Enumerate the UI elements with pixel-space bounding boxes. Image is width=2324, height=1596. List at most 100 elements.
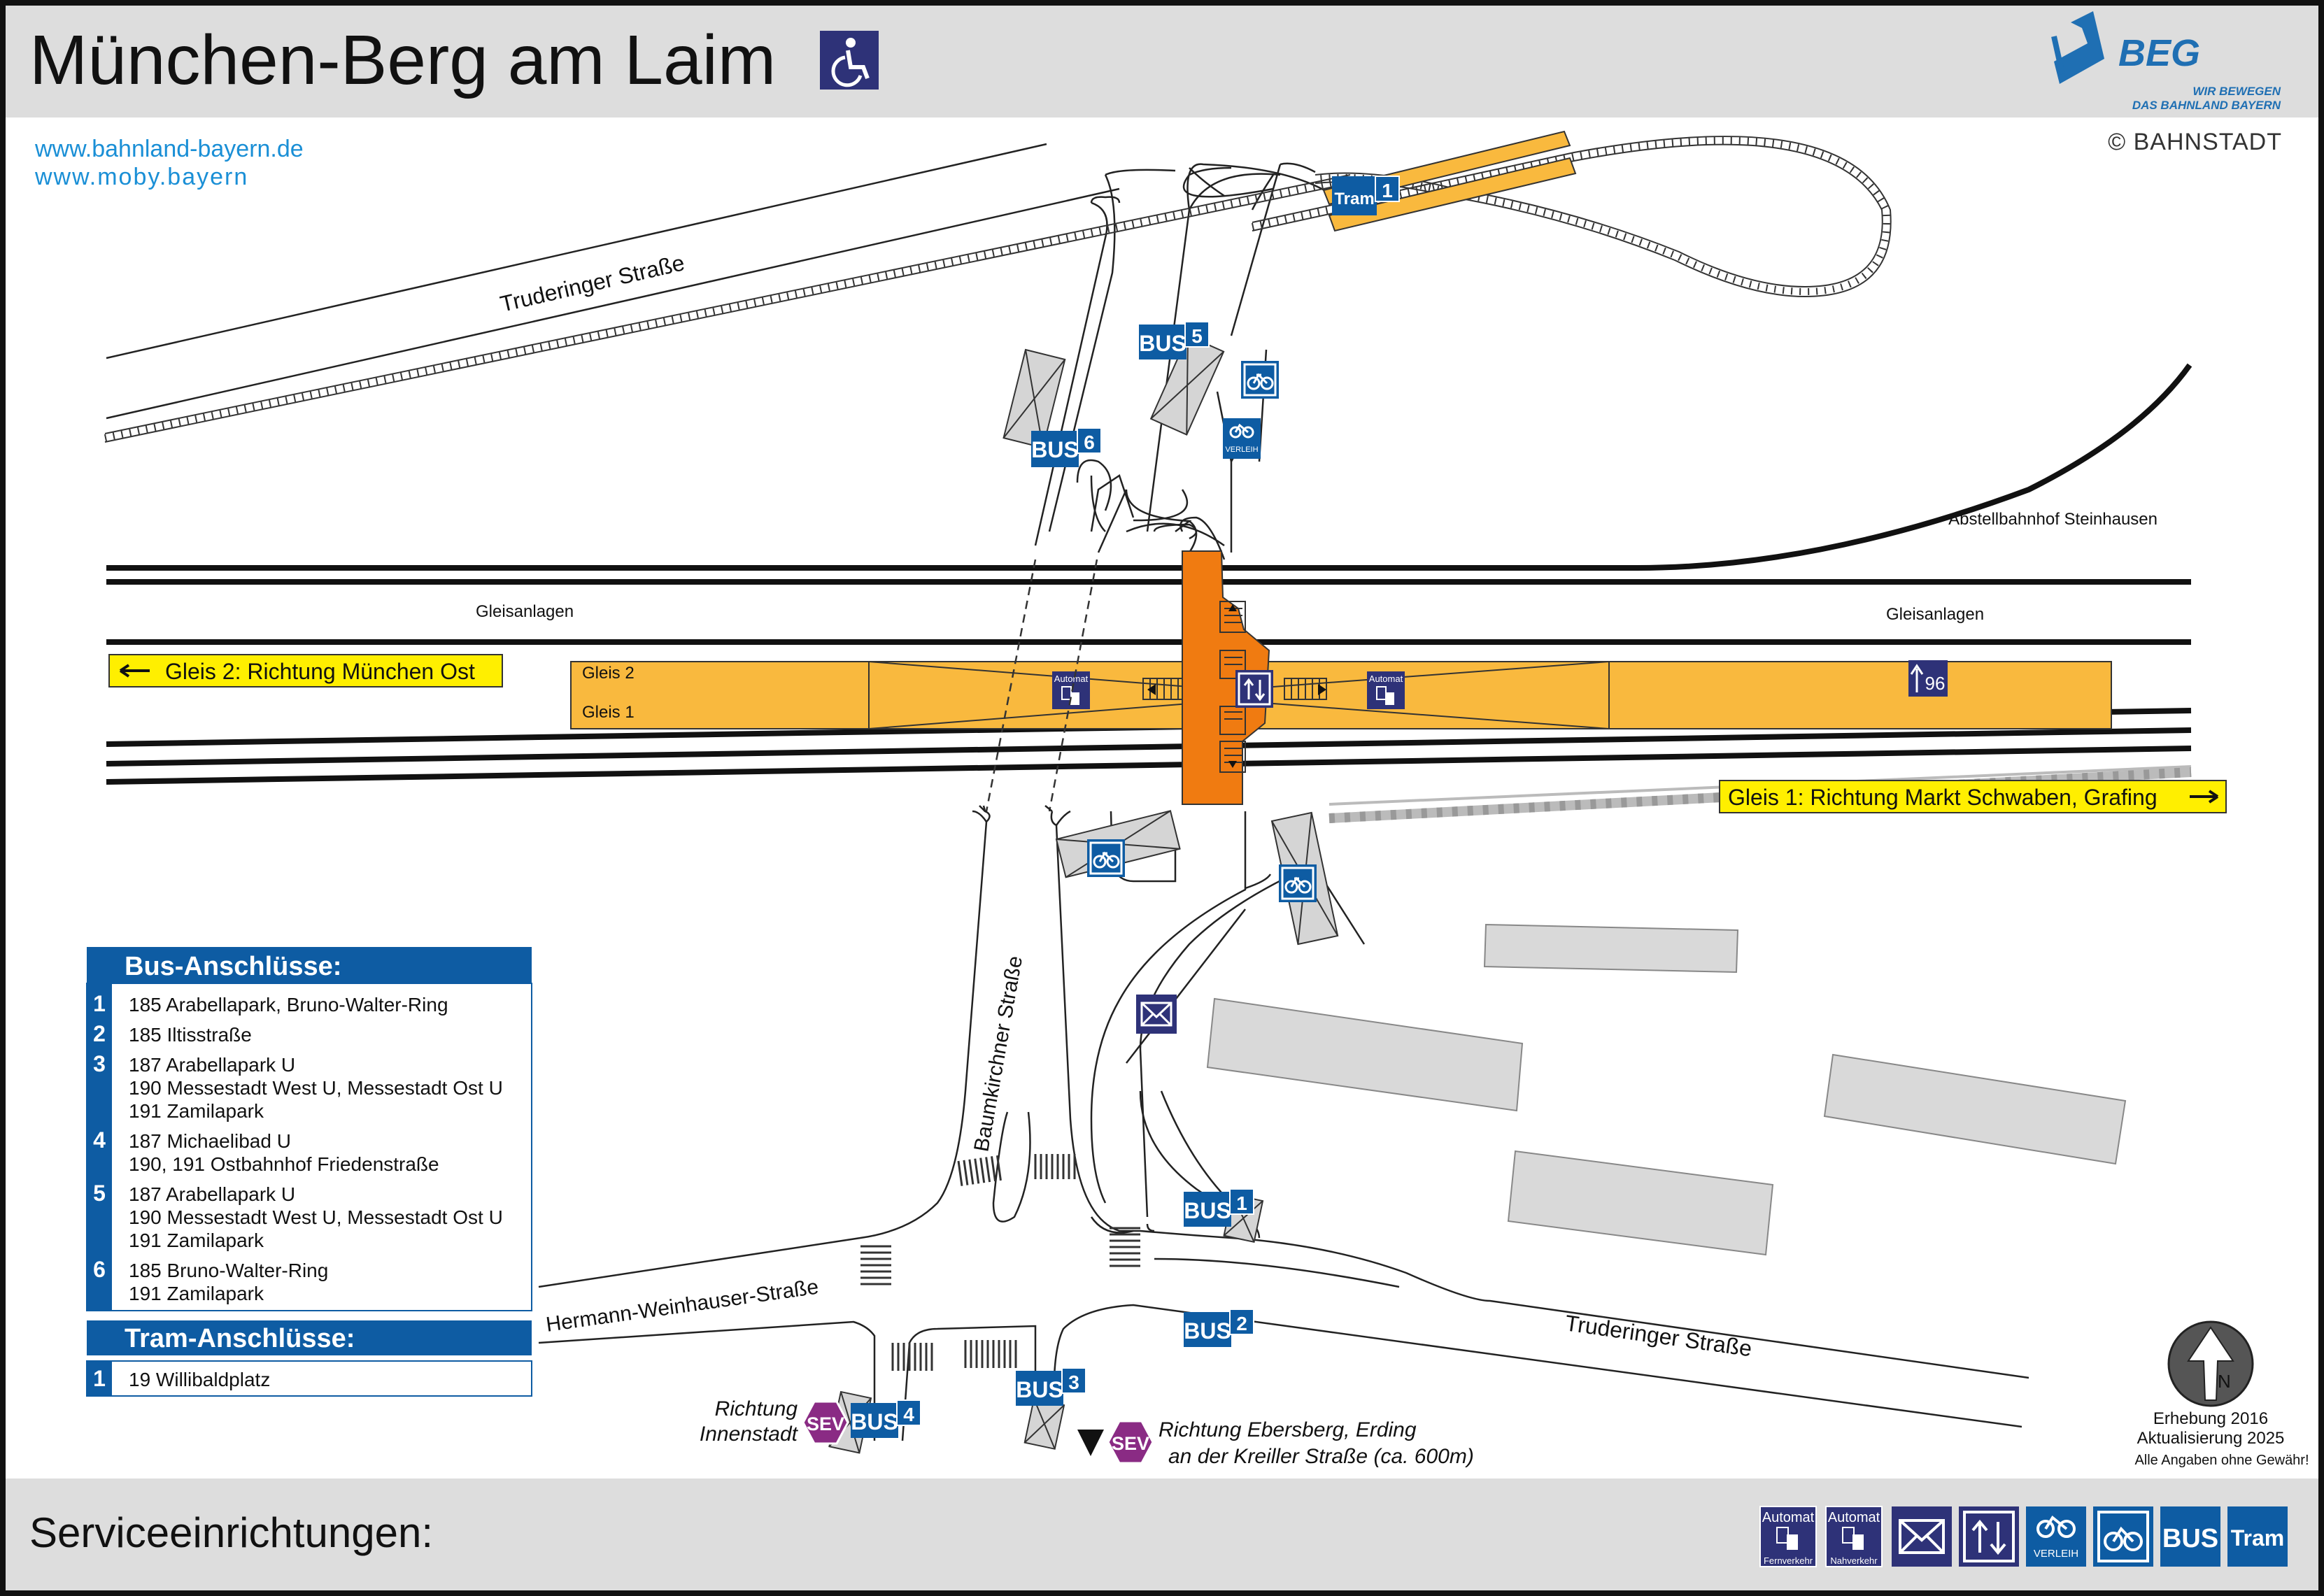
platform-gleis2: Gleis 2 bbox=[582, 664, 635, 683]
sev-stop-innenstadt[interactable]: SEV bbox=[802, 1400, 849, 1445]
panel-row-line: 187 Arabellapark U bbox=[129, 1054, 295, 1076]
bus-stop-number: 1 bbox=[1236, 1192, 1247, 1214]
legend-bike-parking-icon[interactable] bbox=[2093, 1506, 2153, 1567]
legend-elevator-icon[interactable] bbox=[1959, 1506, 2019, 1567]
panel-row-line: 185 Arabellapark, Bruno-Walter-Ring bbox=[129, 994, 448, 1016]
automat-label: Automat bbox=[1762, 1510, 1815, 1525]
sev-innenstadt-line1: Richtung bbox=[715, 1397, 798, 1420]
bus-stop-1[interactable]: BUS 1 bbox=[1184, 1188, 1254, 1227]
sev-ebersberg-line2: an der Kreiller Straße (ca. 600m) bbox=[1168, 1445, 1474, 1468]
panel-row-line: 191 Zamilapark bbox=[129, 1283, 264, 1304]
label-gleisanlagen-west: Gleisanlagen bbox=[476, 602, 574, 621]
bus-stop-number: 2 bbox=[1236, 1313, 1247, 1334]
panel-row-line: 187 Michaelibad U bbox=[129, 1130, 291, 1152]
tram-label: Tram bbox=[1334, 190, 1374, 208]
panel-row-line: 185 Iltisstraße bbox=[129, 1024, 252, 1046]
street-lines bbox=[106, 143, 1344, 560]
bus-label: BUS bbox=[1016, 1377, 1063, 1402]
label-abstellbahnhof: Abstellbahnhof Steinhausen bbox=[1948, 510, 2158, 529]
beg-logo[interactable]: BEG WIR BEWEGEN DAS BAHNLAND BAYERN bbox=[2051, 11, 2281, 112]
survey-year: Erhebung 2016 bbox=[2153, 1409, 2268, 1428]
bus-label: BUS bbox=[1031, 437, 1079, 462]
beg-brand: BEG bbox=[2118, 32, 2200, 74]
legend-bike-rental-icon[interactable]: VERLEIH bbox=[2026, 1506, 2086, 1567]
bus-stop-5[interactable]: BUS 5 bbox=[1139, 321, 1210, 359]
bus-label: BUS bbox=[1184, 1318, 1231, 1344]
elevator-icon[interactable] bbox=[1235, 670, 1273, 708]
building-2 bbox=[1206, 997, 1524, 1112]
direction-gleis2: Gleis 2: Richtung München Ost bbox=[108, 654, 503, 687]
tram-panel-title: Tram-Anschlüsse: bbox=[125, 1324, 355, 1353]
station-title: München-Berg am Laim bbox=[29, 21, 776, 99]
automat-label: Automat bbox=[1369, 674, 1403, 684]
building-1 bbox=[1483, 923, 1739, 974]
panel-row-number: 6 bbox=[93, 1257, 106, 1282]
legend-bus[interactable]: BUS bbox=[2160, 1506, 2220, 1567]
link-moby[interactable]: www.moby.bayern bbox=[34, 164, 248, 190]
panel-row-number: 1 bbox=[93, 991, 106, 1016]
legend-tram[interactable]: Tram bbox=[2227, 1506, 2288, 1567]
ticket-machine-east[interactable]: Automat bbox=[1367, 671, 1405, 709]
copyright-bahnstadt: © BAHNSTADT bbox=[2108, 129, 2282, 155]
bus-stop-3[interactable]: BUS 3 bbox=[1016, 1367, 1086, 1406]
panel-row-line: 190 Messestadt West U, Messestadt Ost U bbox=[129, 1077, 503, 1099]
bus-stop-2[interactable]: BUS 2 bbox=[1184, 1309, 1254, 1347]
building-4 bbox=[1507, 1150, 1774, 1256]
bus-panel-title: Bus-Anschlüsse: bbox=[125, 952, 341, 981]
panel-row-line: 191 Zamilapark bbox=[129, 1100, 264, 1122]
bus-label: BUS bbox=[1139, 331, 1186, 356]
automat-label: Automat bbox=[1828, 1510, 1880, 1525]
stair-core[interactable] bbox=[1182, 550, 1270, 805]
legend-tram-label: Tram bbox=[2231, 1525, 2284, 1551]
platform-stairs bbox=[1142, 678, 1327, 700]
label-gleisanlagen-east: Gleisanlagen bbox=[1886, 605, 1984, 624]
exit-96-sign[interactable]: 96 bbox=[1908, 660, 1948, 697]
panel-row-line: 19 Willibaldplatz bbox=[129, 1369, 270, 1390]
bike-parking-icon-n[interactable] bbox=[1240, 359, 1280, 400]
north-arrow-icon: N bbox=[2167, 1320, 2254, 1407]
ticket-machine-west[interactable]: Automat bbox=[1052, 671, 1090, 709]
crosswalks bbox=[860, 1154, 1140, 1371]
survey-disclaimer: Alle Angaben ohne Gewähr! bbox=[2134, 1453, 2309, 1468]
tram-stop-1[interactable]: Tram 1 bbox=[1332, 176, 1400, 215]
direction-gleis2-text: Gleis 2: Richtung München Ost bbox=[165, 659, 475, 684]
bike-parking-icon-se[interactable] bbox=[1277, 863, 1318, 904]
panel-row-line: 191 Zamilapark bbox=[129, 1230, 264, 1251]
link-bahnland[interactable]: www.bahnland-bayern.de bbox=[34, 136, 304, 162]
bus-connections-panel: Bus-Anschlüsse: 1 185 Arabellapark, Bruno… bbox=[86, 947, 532, 1311]
bus-stop-6[interactable]: BUS 6 bbox=[1031, 427, 1102, 467]
legend-automat-nahverkehr[interactable]: Automat Nahverkehr bbox=[1825, 1506, 1883, 1567]
bike-rental-icon[interactable]: VERLEIH bbox=[1223, 418, 1261, 459]
north-label: N bbox=[2218, 1371, 2231, 1392]
verleih-label: VERLEIH bbox=[2034, 1548, 2078, 1560]
mailbox-icon[interactable] bbox=[1136, 995, 1177, 1034]
sev-stop-ebersberg[interactable]: SEV bbox=[1107, 1420, 1154, 1465]
automat-label: Automat bbox=[1054, 674, 1089, 684]
bus-stop-number: 3 bbox=[1068, 1371, 1079, 1393]
sev-pointer-icon bbox=[1077, 1430, 1104, 1456]
legend-bus-label: BUS bbox=[2162, 1524, 2218, 1553]
fernverkehr-label: Fernverkehr bbox=[1764, 1555, 1813, 1566]
panel-row-number: 2 bbox=[93, 1021, 106, 1046]
abstell-track bbox=[1399, 363, 2192, 571]
bus-panel-rows: 1 185 Arabellapark, Bruno-Walter-Ring 2 185… bbox=[93, 991, 503, 1304]
nahverkehr-label: Nahverkehr bbox=[1830, 1555, 1878, 1566]
bus-label: BUS bbox=[851, 1409, 898, 1434]
beg-slogan-2: DAS BAHNLAND BAYERN bbox=[2132, 99, 2281, 112]
platform bbox=[570, 661, 2112, 729]
legend-mailbox-icon[interactable] bbox=[1892, 1506, 1952, 1567]
building-3 bbox=[1823, 1053, 2127, 1165]
exit-number: 96 bbox=[1925, 673, 1946, 694]
bike-parking-icon-sw[interactable] bbox=[1086, 838, 1126, 878]
legend-automat-fernverkehr[interactable]: Automat Fernverkehr bbox=[1759, 1506, 1817, 1567]
buildings bbox=[1206, 923, 2127, 1256]
panel-row-line: 190 Messestadt West U, Messestadt Ost U bbox=[129, 1206, 503, 1228]
bus-stop-4[interactable]: BUS 4 bbox=[851, 1399, 921, 1438]
panel-row-line: 185 Bruno-Walter-Ring bbox=[129, 1260, 328, 1281]
bus-stop-number: 6 bbox=[1084, 432, 1095, 453]
panel-row-number: 5 bbox=[93, 1181, 106, 1206]
sev-ebersberg-line1: Richtung Ebersberg, Erding bbox=[1159, 1418, 1417, 1441]
tram-stop-number: 1 bbox=[1382, 180, 1393, 201]
